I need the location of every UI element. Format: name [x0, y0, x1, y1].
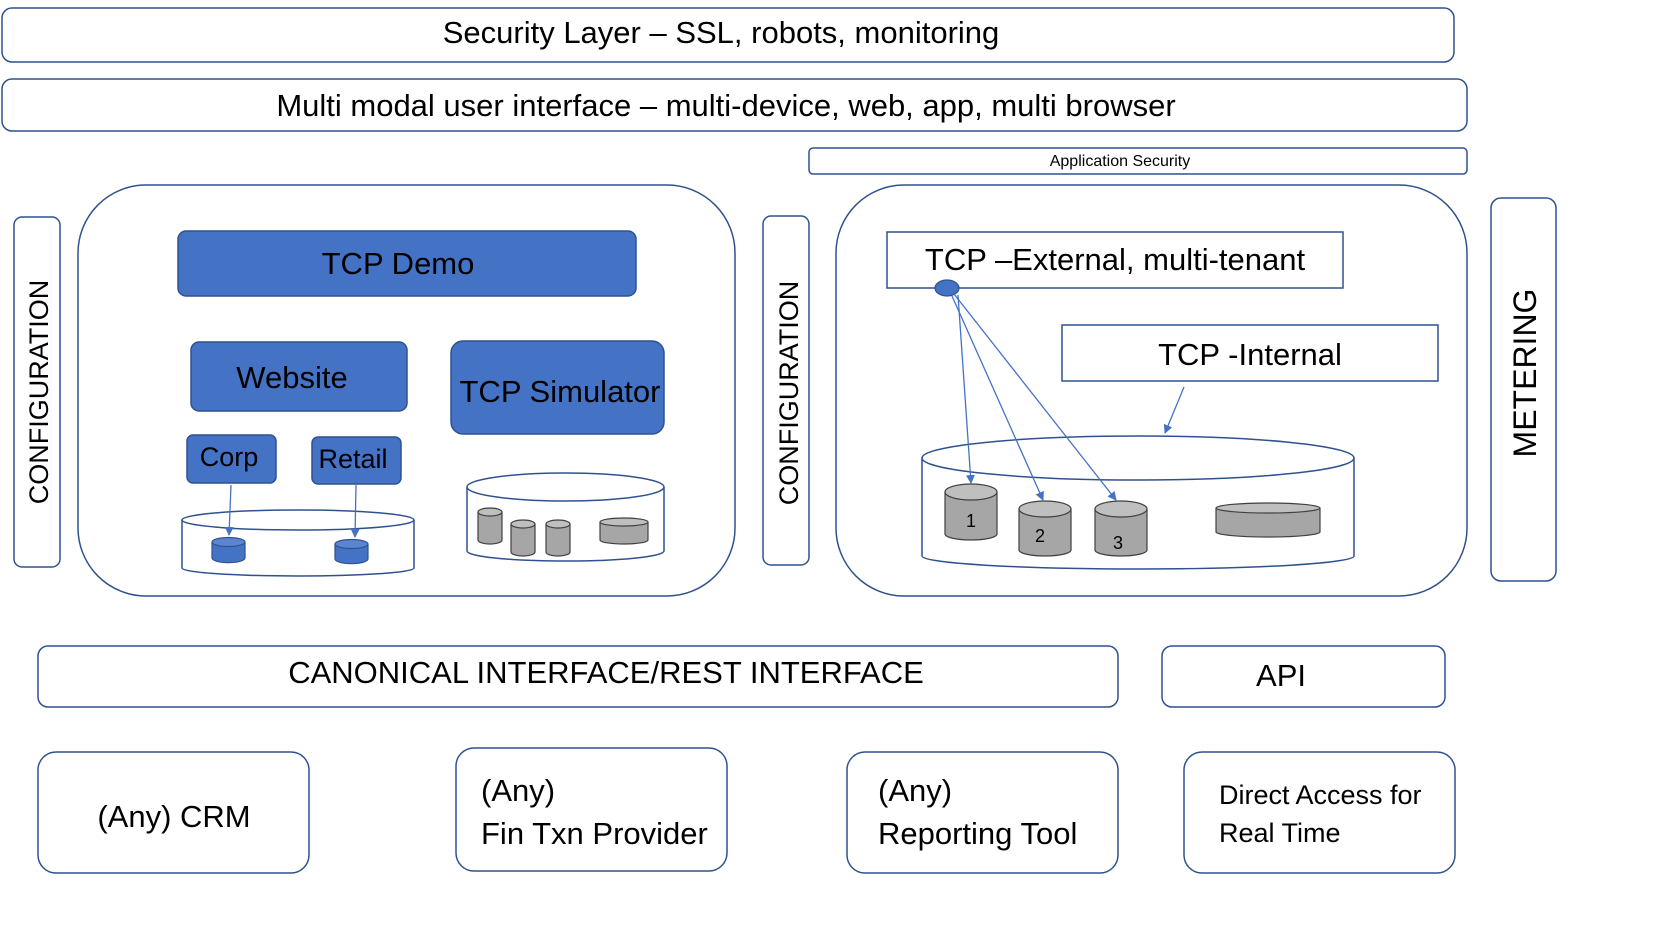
tenant-connector-3 [953, 293, 1117, 501]
crm-box: (Any) CRM [37, 751, 310, 874]
ui-layer: Multi modal user interface – multi-devic… [1, 78, 1468, 132]
tcp-external-label: TCP –External, multi-tenant [925, 242, 1306, 277]
website-datastore [181, 509, 415, 577]
tenant-connector-2 [951, 295, 1044, 501]
retail-label: Retail [318, 444, 387, 474]
api-box: API [1161, 645, 1446, 708]
retail-box: Retail [311, 436, 402, 485]
application-security-label: Application Security [1050, 153, 1191, 170]
simulator-db-icon-4 [599, 517, 649, 545]
security-layer-label: Security Layer – SSL, robots, monitoring [443, 15, 1000, 50]
reporting-tool-box: (Any) Reporting Tool [846, 751, 1119, 874]
demo-panel: TCP Demo Website TCP Simulator Corp Reta… [77, 184, 736, 597]
reporting-tool-line2: Reporting Tool [878, 816, 1077, 851]
api-label: API [1256, 658, 1306, 693]
fin-txn-provider-line2: Fin Txn Provider [481, 816, 708, 851]
tenant-db-label-2: 2 [1035, 526, 1045, 546]
fin-txn-provider-line1: (Any) [481, 773, 555, 808]
tcp-demo-label: TCP Demo [322, 246, 475, 281]
tenant-panel: TCP –External, multi-tenant TCP -Interna… [835, 184, 1468, 597]
retail-connector [350, 484, 360, 538]
ui-layer-label: Multi modal user interface – multi-devic… [276, 88, 1175, 123]
tcp-external-box: TCP –External, multi-tenant [886, 231, 1344, 289]
reporting-tool-line1: (Any) [878, 773, 952, 808]
retail-database-icon [334, 538, 369, 565]
canonical-interface-bar: CANONICAL INTERFACE/REST INTERFACE [37, 645, 1119, 708]
canonical-interface-label: CANONICAL INTERFACE/REST INTERFACE [288, 655, 924, 690]
tenant-db-icon-1: 1 [944, 483, 998, 541]
tenant-datastore: 1 2 3 [921, 435, 1355, 570]
application-security-bar: Application Security [808, 147, 1468, 175]
tcp-demo-box: TCP Demo [177, 230, 637, 297]
tcp-internal-label: TCP -Internal [1158, 337, 1342, 372]
simulator-db-icon-2 [510, 519, 536, 557]
left-configuration-label: CONFIGURATION [24, 280, 54, 505]
metering-label: METERING [1507, 289, 1543, 458]
simulator-db-icon-3 [545, 519, 571, 557]
website-label: Website [236, 360, 347, 395]
direct-access-box: Direct Access for Real Time [1183, 751, 1456, 874]
tenant-db-icon-2: 2 [1018, 500, 1072, 557]
tcp-simulator-box: TCP Simulator [450, 340, 665, 435]
metering-bar: METERING [1490, 197, 1557, 582]
internal-connector [1163, 386, 1185, 434]
simulator-datastore [466, 472, 665, 562]
corp-connector [224, 484, 234, 536]
corp-box: Corp [186, 434, 277, 484]
crm-label: (Any) CRM [97, 799, 250, 834]
tenant-connector-node [934, 279, 960, 297]
corp-label: Corp [200, 442, 259, 472]
tenant-db-label-1: 1 [966, 511, 976, 531]
security-layer: Security Layer – SSL, robots, monitoring [1, 7, 1455, 63]
middle-configuration-label: CONFIGURATION [774, 281, 804, 506]
tcp-simulator-label: TCP Simulator [460, 374, 661, 409]
direct-access-line1: Direct Access for [1219, 780, 1422, 810]
fin-txn-provider-box: (Any) Fin Txn Provider [455, 747, 728, 872]
direct-access-line2: Real Time [1219, 818, 1341, 848]
tenant-db-icon-3: 3 [1094, 500, 1148, 557]
corp-database-icon [211, 536, 246, 564]
tenant-db-label-3: 3 [1113, 533, 1123, 553]
left-configuration-bar: CONFIGURATION [13, 216, 61, 568]
middle-configuration-bar: CONFIGURATION [762, 215, 810, 566]
simulator-db-icon-1 [477, 507, 503, 545]
tenant-db-icon-4 [1215, 502, 1321, 538]
tenant-connector-1 [957, 294, 975, 484]
website-box: Website [190, 341, 408, 412]
tcp-internal-box: TCP -Internal [1061, 324, 1439, 382]
